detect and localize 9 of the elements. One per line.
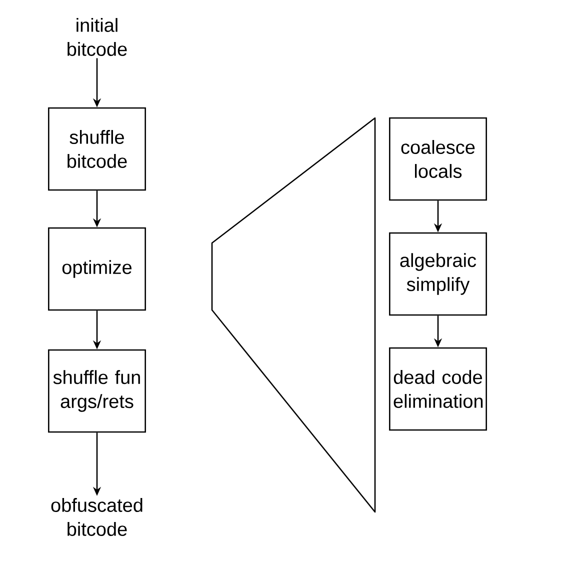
process-box: shuffle fun args/rets	[48, 349, 146, 433]
io-label: initial bitcode	[68, 18, 127, 56]
process-box: optimize	[48, 227, 146, 311]
process-box: shuffle bitcode	[48, 107, 146, 191]
process-box: algebraic simplify	[389, 232, 487, 316]
process-box: coalesce locals	[389, 117, 487, 201]
io-label: obfuscated bitcode	[51, 498, 142, 536]
process-box: dead code elimination	[389, 347, 487, 431]
zoom-trapezoid	[211, 117, 376, 513]
